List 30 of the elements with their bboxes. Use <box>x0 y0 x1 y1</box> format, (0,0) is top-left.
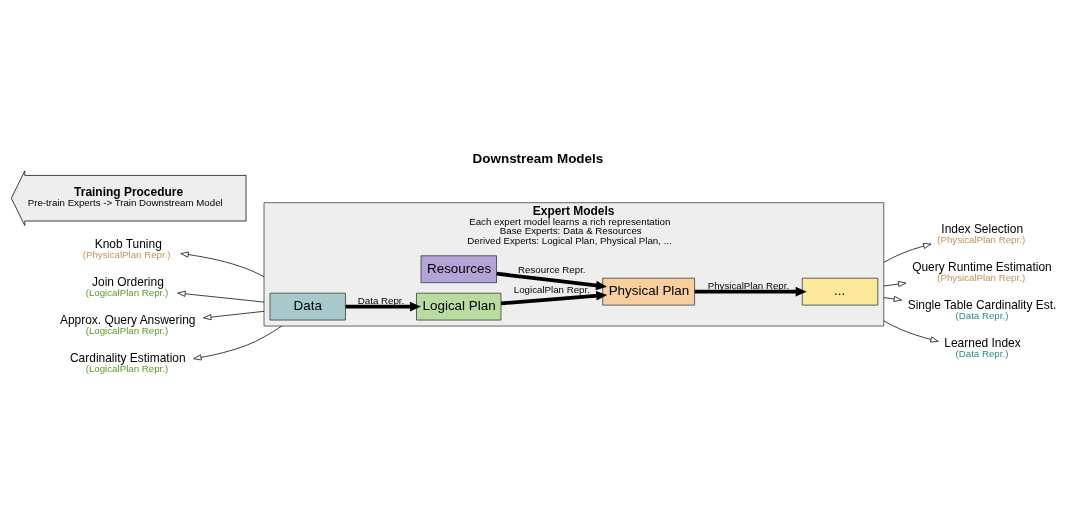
node-box: Logical Plan <box>416 292 502 320</box>
arrow <box>345 301 421 311</box>
edge-label: LogicalPlan Repr. <box>513 283 590 295</box>
node-text: Approx. Query Answering (LogicalPlan Repr.) <box>59 312 196 336</box>
node-text: Cardinality Estimation (LogicalPlan Repr.) <box>70 350 186 374</box>
node-text: Join Ordering (LogicalPlan Repr.) <box>85 274 169 298</box>
arrow <box>193 325 283 360</box>
node-box: Resources <box>420 254 497 283</box>
node-box: Data <box>269 292 346 320</box>
node-text: Single Table Cardinality Est. (Data Repr.) <box>907 297 1057 321</box>
node-text: Query Runtime Estimation (PhysicalPlan Repr.) <box>912 259 1052 283</box>
arrow <box>177 290 265 302</box>
node-text: Index Selection (PhysicalPlan Repr.) <box>937 221 1026 245</box>
edge-label: PhysicalPlan Repr. <box>707 279 790 291</box>
node-text: Knob Tuning (PhysicalPlan Repr.) <box>82 236 171 260</box>
edge-label: Data Repr. <box>357 294 405 306</box>
arrow <box>883 320 939 342</box>
diagram-title: Downstream Models <box>472 150 604 166</box>
arrow <box>694 286 807 296</box>
arrow <box>883 295 902 302</box>
node-box: Physical Plan <box>602 277 695 305</box>
arrow <box>883 280 907 287</box>
arrow <box>203 310 265 320</box>
arrow <box>496 271 608 290</box>
arrow <box>180 251 265 277</box>
arrow <box>500 290 608 305</box>
node-box: ... <box>801 277 879 305</box>
node-text: Learned Index (Data Repr.) <box>944 335 1021 359</box>
arrow <box>883 242 932 263</box>
edge-label: Resource Repr. <box>518 263 586 275</box>
